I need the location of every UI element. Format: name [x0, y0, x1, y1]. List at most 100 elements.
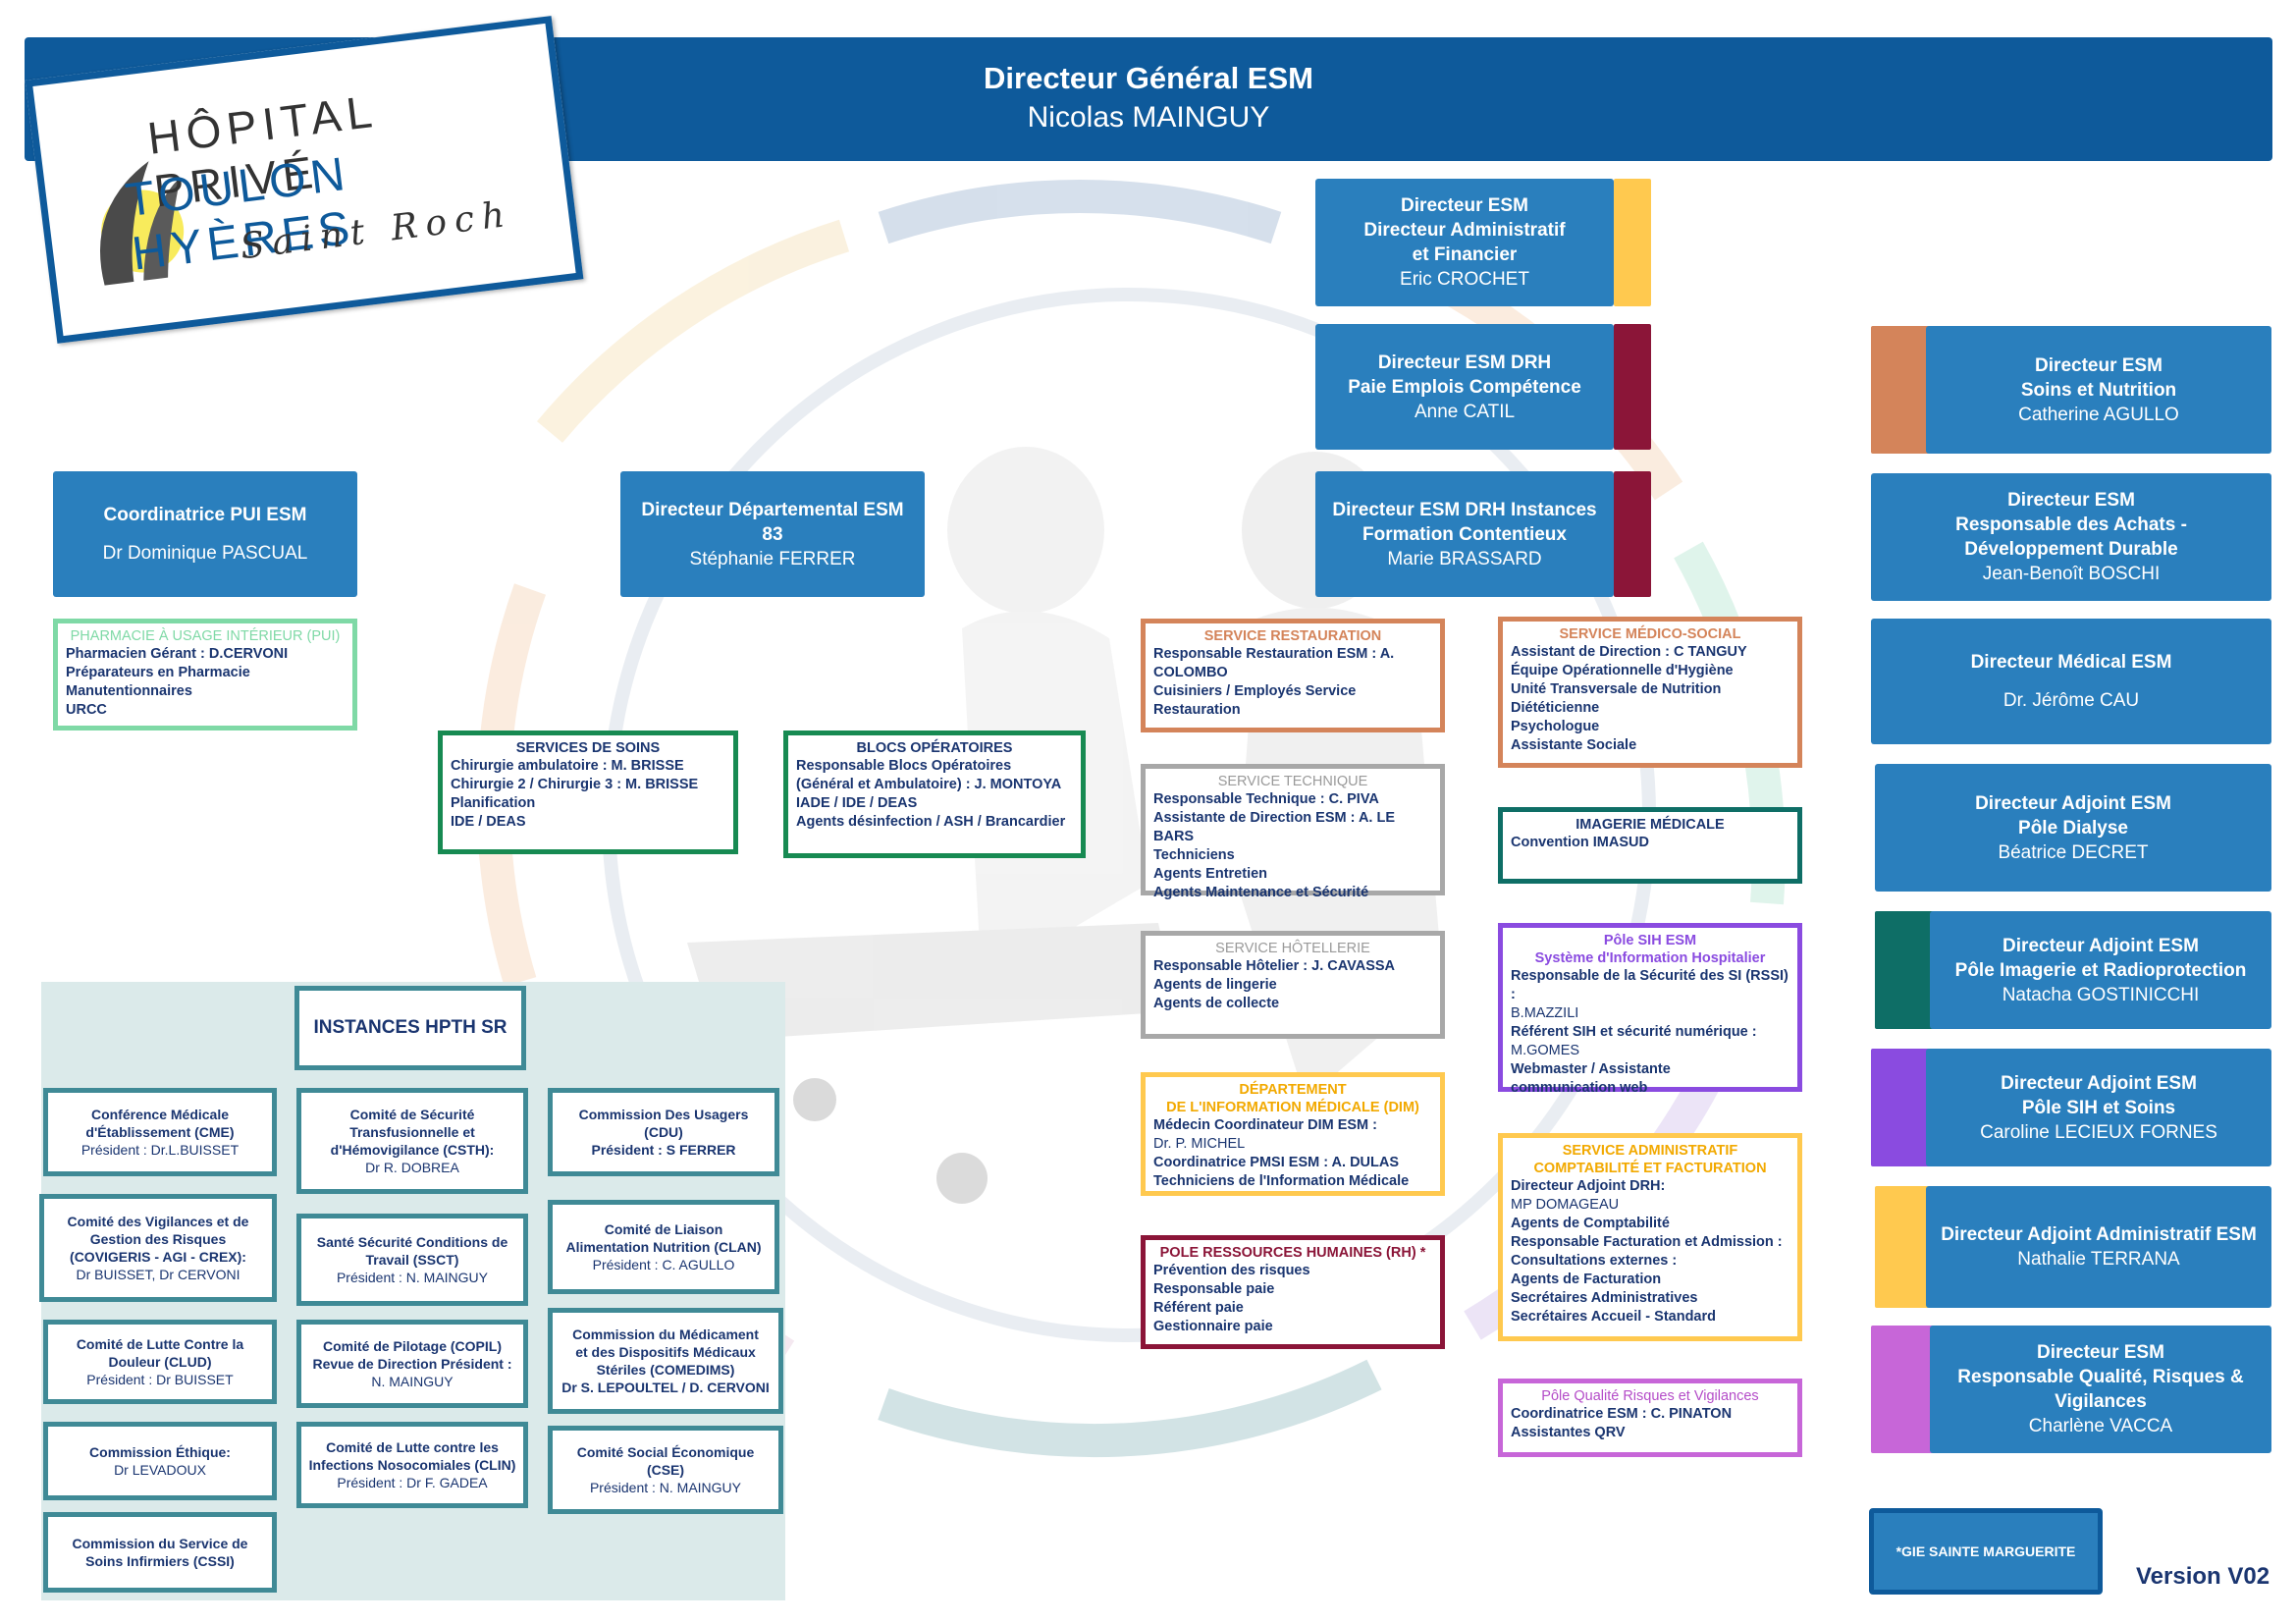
service-sih-line: Référent SIH et sécurité numérique :	[1511, 1024, 1757, 1040]
instance-title: Santé Sécurité Conditions de Travail (SS…	[316, 1234, 508, 1268]
service-pui-line: URCC	[66, 702, 107, 718]
service-pui-line: Manutentionnaires	[66, 683, 192, 699]
instance-ethique: Commission Éthique: Dr LEVADOUX	[43, 1422, 277, 1500]
instance-ssct: Santé Sécurité Conditions de Travail (SS…	[296, 1214, 528, 1306]
right-dir-sih-accent	[1871, 1049, 1930, 1166]
service-pui-line: Pharmacien Gérant : D.CERVONI	[66, 646, 289, 662]
service-qualite-line: Assistantes QRV	[1511, 1425, 1626, 1440]
right-dir-terrana-accent	[1875, 1186, 1934, 1308]
right-dir-medical: Directeur Médical ESM Dr. Jérôme CAU	[1871, 619, 2271, 744]
service-medico-line: Diététicienne	[1511, 700, 1600, 716]
service-admin-line: Secrétaires Administratives	[1511, 1290, 1698, 1306]
instance-sub: N. MAINGUY	[371, 1374, 454, 1389]
service-blocs-line: Agents désinfection / ASH / Brancardier	[796, 814, 1066, 830]
instance-title: Commission Éthique:	[89, 1444, 231, 1460]
service-technique-line: Agents Maintenance et Sécurité	[1153, 885, 1369, 900]
service-soins-line: Chirurgie 2 / Chirurgie 3 : M. BRISSE	[451, 777, 699, 792]
instance-title: Commission du Médicament et des Disposit…	[561, 1326, 770, 1395]
instance-covigeris: Comité des Vigilances et de Gestion des …	[39, 1194, 277, 1302]
service-sih-line: Webmaster / Assistante	[1511, 1061, 1671, 1077]
service-rh-line: Référent paie	[1153, 1300, 1244, 1316]
service-dim-line: Médecin Coordinateur DIM ESM :	[1153, 1117, 1377, 1133]
service-hotellerie: SERVICE HÔTELLERIE Responsable Hôtelier …	[1141, 931, 1445, 1039]
service-sih: Pôle SIH ESM Système d'Information Hospi…	[1498, 923, 1802, 1096]
instance-sub: Président : Dr.L.BUISSET	[80, 1142, 240, 1158]
coordinatrice-pui-title: Coordinatrice PUI ESM	[103, 505, 307, 525]
right-dir-terrana-title: Directeur Adjoint Administratif ESM	[1941, 1224, 2257, 1245]
service-technique: SERVICE TECHNIQUE Responsable Technique …	[1141, 764, 1445, 900]
right-dir-sih-name: Caroline LECIEUX FORNES	[1980, 1121, 2217, 1143]
director-daf: Directeur ESM Directeur Administratif et…	[1315, 179, 1614, 306]
right-dir-qualite-name: Charlène VACCA	[2028, 1416, 2173, 1436]
service-technique-line: Agents Entretien	[1153, 866, 1268, 882]
service-admin-line: Consultations externes :	[1511, 1253, 1678, 1269]
service-administratif: SERVICE ADMINISTRATIF COMPTABILITÉ ET FA…	[1498, 1133, 1802, 1341]
service-imagerie: IMAGERIE MÉDICALE Convention IMASUD	[1498, 807, 1802, 884]
gie-note: *GIE SAINTE MARGUERITE	[1869, 1508, 2103, 1595]
service-sih-line: M.GOMES	[1511, 1043, 1580, 1058]
instance-sub: Président : Dr F. GADEA	[337, 1475, 488, 1490]
instance-title: Comité des Vigilances et de Gestion des …	[67, 1214, 249, 1265]
service-soins-line: Chirurgie ambulatoire : M. BRISSE	[451, 758, 684, 774]
service-pui-line: Préparateurs en Pharmacie	[66, 665, 250, 680]
right-dir-dialyse: Directeur Adjoint ESM Pôle Dialyse Béatr…	[1875, 764, 2271, 892]
service-dim-line: Coordinatrice PMSI ESM : A. DULAS	[1153, 1155, 1400, 1170]
header-title: Directeur Général ESM	[984, 61, 1313, 95]
service-soins-line: IDE / DEAS	[451, 814, 526, 830]
instance-copil: Comité de Pilotage (COPIL) Revue de Dire…	[296, 1320, 528, 1408]
right-dir-qualite: Directeur ESM Responsable Qualité, Risqu…	[1930, 1326, 2271, 1453]
service-hotellerie-line: Agents de collecte	[1153, 996, 1280, 1011]
instances-title: INSTANCES HPTH SR	[294, 986, 526, 1070]
instance-sub: Dr LEVADOUX	[114, 1462, 206, 1478]
service-blocs-line: Responsable Blocs Opératoires	[796, 758, 1012, 774]
director-drh-instances-name: Marie BRASSARD	[1387, 548, 1542, 569]
instance-cme: Conférence Médicale d'Établissement (CME…	[43, 1088, 277, 1176]
service-imagerie-header: IMAGERIE MÉDICALE	[1575, 817, 1725, 833]
instance-title: Comité de Liaison Alimentation Nutrition…	[565, 1221, 762, 1255]
director-daf-accent	[1614, 179, 1651, 306]
right-dir-terrana: Directeur Adjoint Administratif ESM Nath…	[1926, 1186, 2271, 1308]
instance-title: Comité de Pilotage (COPIL) Revue de Dire…	[312, 1338, 512, 1372]
right-dir-soins-name: Catherine AGULLO	[2018, 404, 2179, 425]
director-drh-instances-title: Directeur ESM DRH Instances Formation Co…	[1332, 499, 1597, 545]
service-admin-line: Agents de Comptabilité	[1511, 1216, 1670, 1231]
service-restauration-line: Cuisiniers / Employés Service Restaurati…	[1153, 683, 1357, 718]
service-rh-line: Prévention des risques	[1153, 1263, 1310, 1278]
director-drh-paie-accent	[1614, 324, 1651, 450]
right-dir-sih: Directeur Adjoint ESM Pôle SIH et Soins …	[1926, 1049, 2271, 1166]
instance-title: Commission Des Usagers (CDU) Président :…	[578, 1107, 749, 1158]
instance-clan: Comité de Liaison Alimentation Nutrition…	[548, 1200, 779, 1294]
right-dir-imagerie-accent	[1875, 911, 1934, 1029]
directeur-departemental: Directeur Départemental ESM 83 Stéphanie…	[620, 471, 925, 597]
instance-sub: Président : Dr BUISSET	[86, 1372, 234, 1387]
service-dim-line: Dr. P. MICHEL	[1153, 1136, 1246, 1152]
right-dir-achats-title: Directeur ESM Responsable des Achats - D…	[1955, 490, 2187, 560]
service-restauration-line: Responsable Restauration ESM : A. COLOMB…	[1153, 646, 1395, 680]
right-dir-qualite-accent	[1871, 1326, 1934, 1453]
director-drh-paie: Directeur ESM DRH Paie Emplois Compétenc…	[1315, 324, 1614, 450]
service-pui-header: PHARMACIE À USAGE INTÉRIEUR (PUI)	[70, 628, 341, 644]
hospital-logo: HÔPITAL PRIVÉ TOULON HYÈRES Saint Roch	[25, 16, 584, 344]
right-dir-imagerie-name: Natacha GOSTINICCHI	[2002, 984, 2200, 1005]
service-pui: PHARMACIE À USAGE INTÉRIEUR (PUI) Pharma…	[53, 619, 357, 731]
service-hotellerie-line: Responsable Hôtelier : J. CAVASSA	[1153, 958, 1396, 974]
service-qualite: Pôle Qualité Risques et Vigilances Coord…	[1498, 1379, 1802, 1457]
instance-title: Comité Social Économique (CSE)	[576, 1444, 755, 1478]
service-blocs-line: (Général et Ambulatoire) : J. MONTOYA	[796, 777, 1062, 792]
right-dir-dialyse-name: Béatrice DECRET	[1998, 841, 2149, 863]
instance-sub: Dr BUISSET, Dr CERVONI	[76, 1267, 240, 1282]
director-drh-instances: Directeur ESM DRH Instances Formation Co…	[1315, 471, 1614, 597]
instance-sub: Président : N. MAINGUY	[589, 1480, 742, 1495]
service-admin-line: Secrétaires Accueil - Standard	[1511, 1309, 1716, 1325]
instance-comedims: Commission du Médicament et des Disposit…	[548, 1308, 783, 1414]
instance-cssi: Commission du Service de Soins Infirmier…	[43, 1512, 277, 1593]
logo-sun-icon	[100, 161, 185, 286]
service-blocs-line: IADE / IDE / DEAS	[796, 795, 918, 811]
service-medico-line: Assistant de Direction : C TANGUY	[1511, 644, 1747, 660]
service-hotellerie-header: SERVICE HÔTELLERIE	[1215, 941, 1370, 956]
service-medico-line: Équipe Opérationnelle d'Hygiène	[1511, 663, 1734, 678]
service-dim: DÉPARTEMENT DE L'INFORMATION MÉDICALE (D…	[1141, 1072, 1445, 1196]
service-rh-line: Gestionnaire paie	[1153, 1319, 1273, 1334]
right-dir-imagerie-title: Directeur Adjoint ESM Pôle Imagerie et R…	[1954, 935, 2247, 981]
instance-title: Comité de Lutte contre les Infections No…	[308, 1439, 516, 1473]
